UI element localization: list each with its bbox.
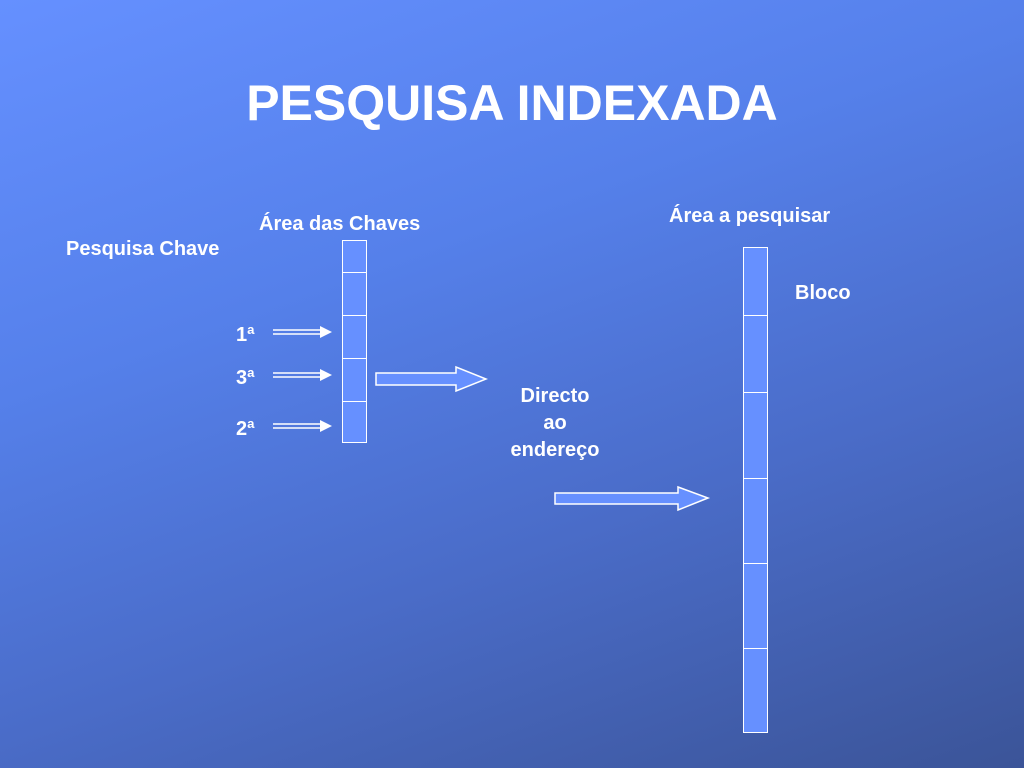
label-key-third: 3ª [236,367,255,389]
search-area-block [744,393,767,479]
key-area-cell [343,241,366,273]
search-area-block [744,479,767,564]
search-area-block [744,316,767,393]
arrow-key-third [273,369,332,381]
search-area-block [744,564,767,649]
label-area-das-chaves: Área das Chaves [259,213,421,235]
label-directo-line-1: Directo [520,385,590,407]
arrow-key-first [273,326,332,338]
label-bloco: Bloco [795,282,851,304]
block-arrow-to-direct [375,365,489,393]
key-area-cell [343,273,366,316]
label-key-first: 1ª [236,324,255,346]
search-area-column [743,247,768,733]
label-directo-line-2: ao [543,412,567,434]
key-area-cell [343,316,366,359]
key-area-column [342,240,367,443]
label-directo-line-3: endereço [510,439,600,461]
label-directo-ao-endereco: Directo ao endereço [496,383,614,464]
block-arrow-to-search-area [554,485,711,512]
label-key-second: 2ª [236,418,255,440]
label-area-a-pesquisar: Área a pesquisar [669,205,831,227]
search-area-block [744,248,767,316]
slide-title: PESQUISA INDEXADA [246,75,778,131]
arrow-key-second [273,420,332,432]
label-pesquisa-chave: Pesquisa Chave [66,238,220,260]
key-area-cell [343,359,366,402]
